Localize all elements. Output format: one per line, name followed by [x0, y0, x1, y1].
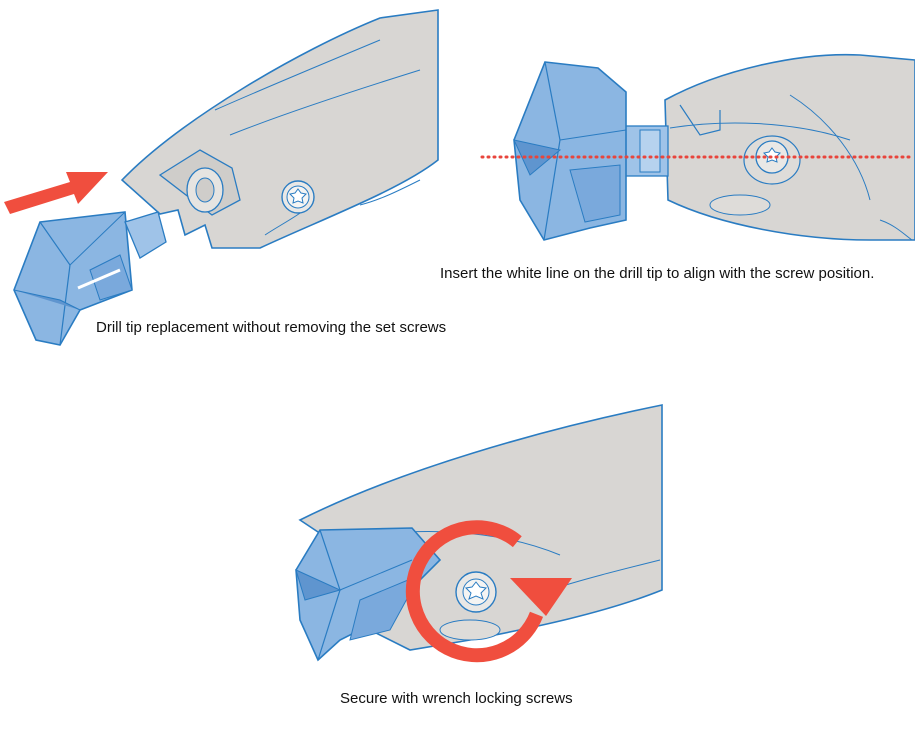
panel-3-caption: Secure with wrench locking screws	[340, 690, 573, 707]
panel-1-caption: Drill tip replacement without removing t…	[96, 319, 447, 336]
rotate-arrow-icon	[405, 520, 572, 663]
drill-tip-2	[513, 61, 627, 241]
drill-tip-3	[295, 527, 442, 662]
panel-1-illustration	[4, 9, 439, 346]
panel-3-illustration	[295, 404, 663, 663]
panel-2-caption: Insert the white line on the drill tip t…	[440, 265, 875, 282]
torx-screw-icon	[281, 180, 315, 214]
drill-tip-1	[13, 211, 167, 346]
torx-screw-icon	[455, 571, 497, 613]
drill-body-1	[120, 9, 439, 249]
panel-2-illustration	[480, 53, 915, 241]
torx-screw-icon	[743, 135, 801, 185]
push-arrow-icon	[4, 172, 108, 214]
